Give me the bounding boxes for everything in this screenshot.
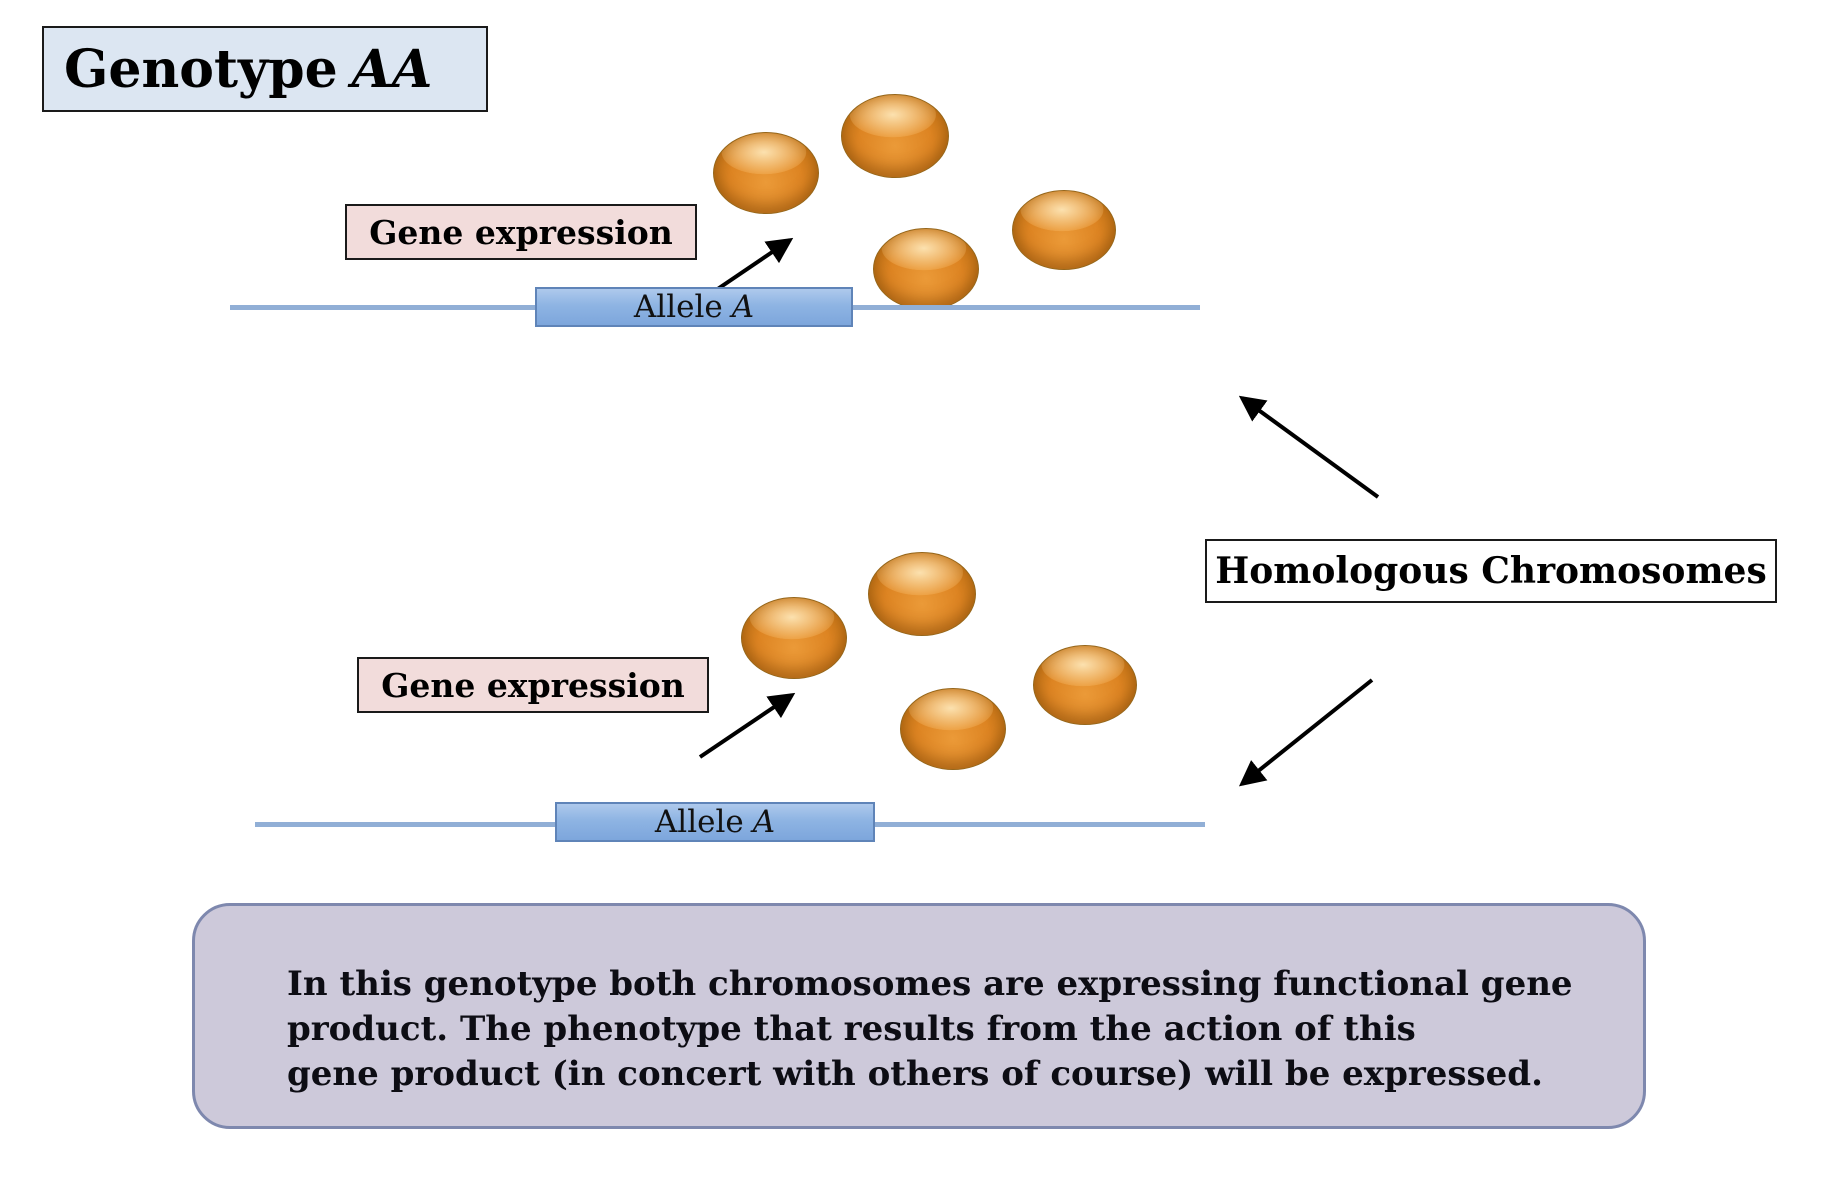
- gene-product-oval: [1033, 645, 1137, 725]
- allele-label-top: Allele: [633, 289, 723, 325]
- title-box: Genotype AA: [42, 26, 488, 112]
- gene-product-oval: [900, 688, 1006, 770]
- gene-product-oval: [868, 552, 976, 636]
- gene-product-oval: [741, 597, 847, 679]
- allele-name-top: A: [731, 289, 755, 325]
- allele-box-bottom: Allele A: [555, 802, 875, 842]
- allele-name-bottom: A: [752, 804, 776, 840]
- gene-product-oval: [873, 228, 979, 310]
- gene-expression-text-bottom: Gene expression: [381, 665, 685, 705]
- gene-expression-label-top: Gene expression: [345, 204, 697, 260]
- homologous-arrow-top: [1238, 395, 1380, 499]
- caption-line-3: gene product (in concert with others of …: [287, 1054, 1543, 1095]
- gene-expression-label-bottom: Gene expression: [357, 657, 709, 713]
- caption-box: In this genotype both chromosomes are ex…: [192, 903, 1646, 1129]
- title-genotype: AA: [351, 38, 433, 100]
- homologous-chromosomes-box: Homologous Chromosomes: [1205, 539, 1777, 603]
- gene-expression-text-top: Gene expression: [369, 212, 673, 252]
- homologous-chromosomes-text: Homologous Chromosomes: [1215, 550, 1767, 592]
- allele-label-bottom: Allele: [654, 804, 744, 840]
- gene-product-oval: [713, 132, 819, 214]
- caption-line-2: product. The phenotype that results from…: [287, 1009, 1416, 1050]
- gene-product-oval: [841, 94, 949, 178]
- gene-product-oval: [1012, 190, 1116, 270]
- gene-expression-arrow-bottom: [698, 692, 796, 759]
- title-text: Genotype: [64, 38, 338, 100]
- allele-box-top: Allele A: [535, 287, 853, 327]
- homologous-arrow-bottom: [1238, 678, 1374, 787]
- caption-line-1: In this genotype both chromosomes are ex…: [287, 964, 1573, 1004]
